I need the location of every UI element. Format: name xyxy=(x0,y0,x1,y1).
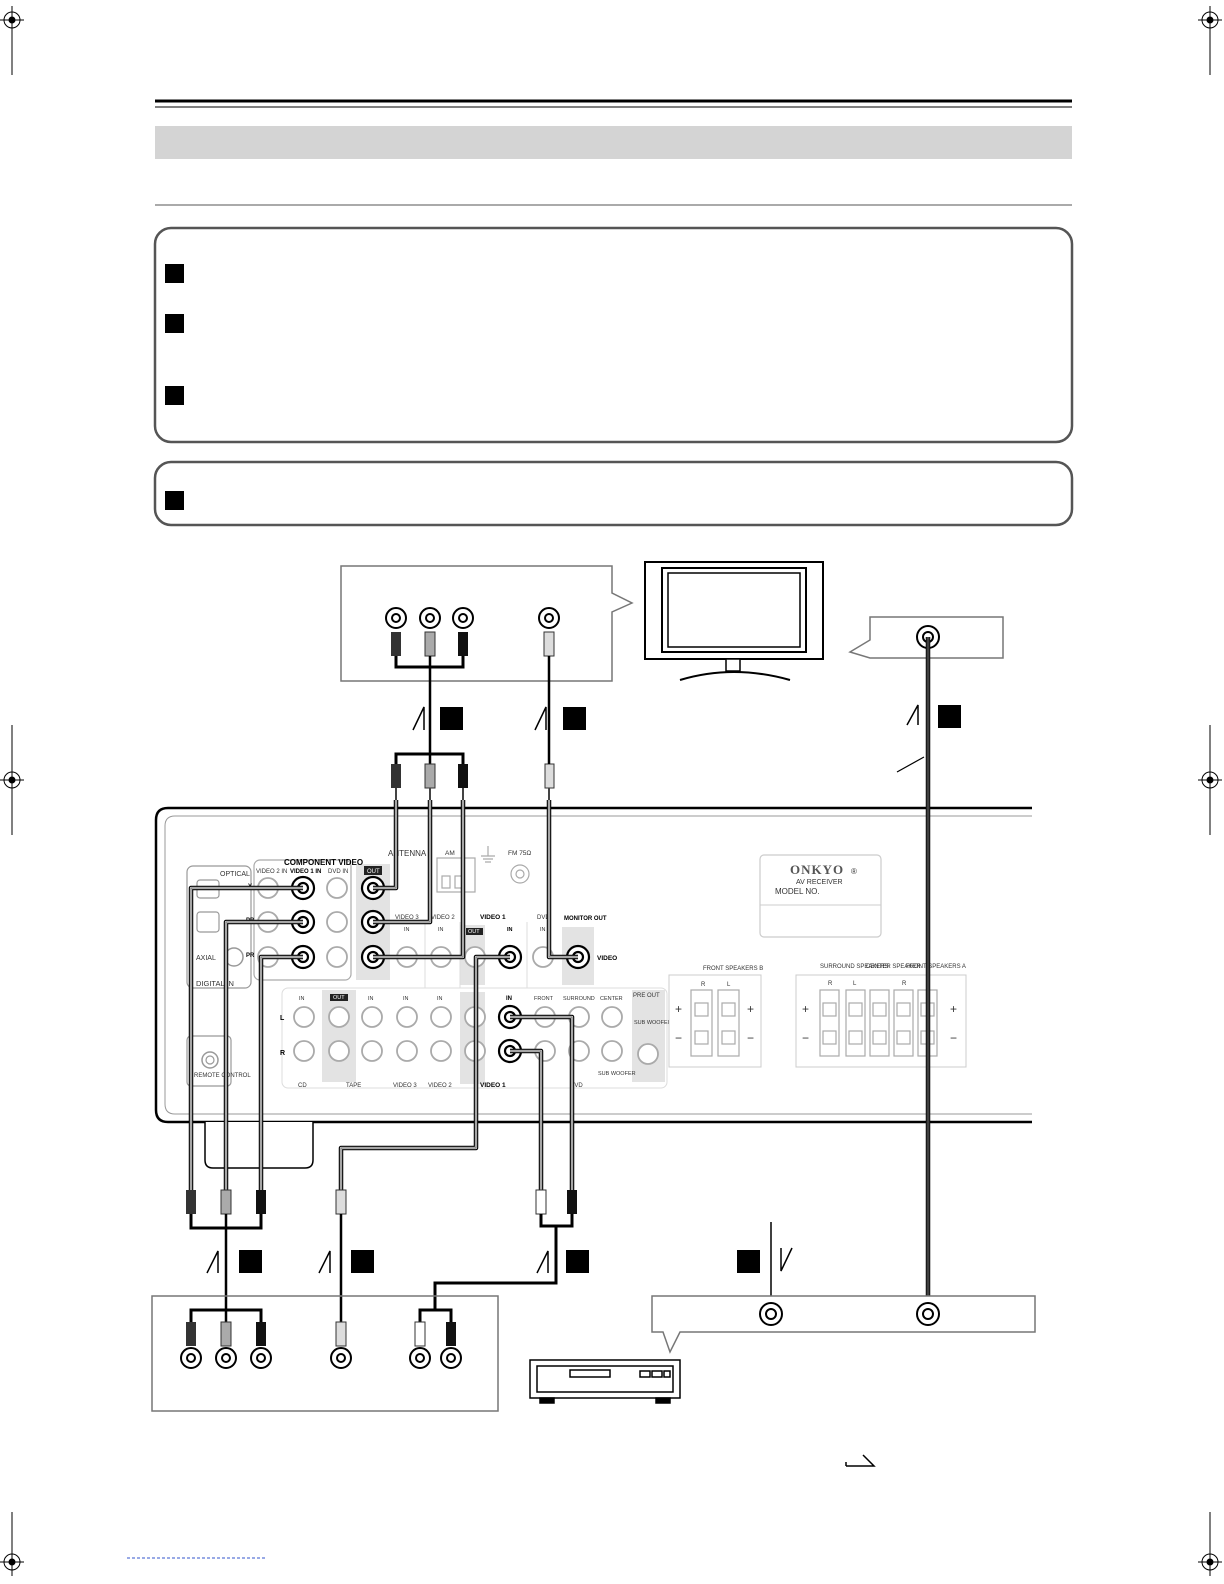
antenna-terminals xyxy=(436,846,530,893)
antenna-label: ANTENNA xyxy=(388,849,427,858)
dvd-in-label: DVD IN xyxy=(328,869,348,875)
video1-audio-in-label: IN xyxy=(506,996,512,1002)
model-plate xyxy=(759,854,882,938)
av-receiver-label: AV RECEIVER xyxy=(796,879,843,886)
continue-arrow-icon xyxy=(845,1454,876,1467)
video2-in-jack-label: IN xyxy=(438,927,444,933)
cd-in-label: IN xyxy=(299,996,305,1002)
antenna-note-box xyxy=(153,460,1074,527)
cd-label: CD xyxy=(298,1083,307,1089)
dvd-label: DVD xyxy=(537,915,550,921)
video2-audio-in-label: IN xyxy=(437,996,443,1002)
component-out-label: OUT xyxy=(367,869,380,875)
digital-in-label: DIGITAL IN xyxy=(196,979,234,988)
marker-d xyxy=(165,491,184,510)
onkyo-logo: ONKYO xyxy=(790,862,844,877)
component-plugs-bottom xyxy=(186,1189,577,1322)
surround-r-label: R xyxy=(828,981,833,987)
front-speakers-b-terminals xyxy=(668,974,762,1068)
tape-out-label: OUT xyxy=(333,995,345,1001)
tape-label: TAPE xyxy=(346,1083,361,1089)
pre-surround-label: SURROUND xyxy=(563,996,595,1002)
component-video-label: COMPONENT VIDEO xyxy=(284,858,363,867)
audio-r-label: R xyxy=(280,1050,285,1057)
front-speakers-b-label: FRONT SPEAKERS B xyxy=(703,966,763,972)
surround-speakers-label: SURROUND SPEAKERS xyxy=(820,964,889,970)
front-a-r-label: R xyxy=(902,981,907,987)
tv-icon xyxy=(644,561,824,681)
am-label: AM xyxy=(445,850,455,857)
pre-out-label: PRE OUT xyxy=(633,993,660,999)
speakers-a-plus-left: + xyxy=(802,1002,809,1016)
pre-front-label: FRONT xyxy=(534,996,554,1002)
digital-in-section xyxy=(186,865,252,1087)
speakers-b-plus-left: + xyxy=(675,1002,682,1016)
audio-l-label: L xyxy=(280,1015,285,1022)
marker-b xyxy=(165,314,184,333)
dvd-in-jack-label: IN xyxy=(540,927,546,933)
monitor-video-label: VIDEO xyxy=(597,955,617,962)
video3-in-label: IN xyxy=(404,927,410,933)
monitor-out-label: MONITOR OUT xyxy=(564,916,607,922)
marker-c xyxy=(165,386,184,405)
pr-label: PR xyxy=(246,953,255,959)
center-sub-woofer-label: SUB WOOFER xyxy=(598,1071,636,1077)
registration-marks xyxy=(0,6,1222,1576)
video3-label: VIDEO 3 xyxy=(395,915,419,921)
device-output-callout xyxy=(651,1295,1036,1354)
dvd-audio-label: DVD xyxy=(570,1083,583,1089)
source-device-callout xyxy=(151,1295,499,1412)
remote-control-label: REMOTE CONTROL xyxy=(194,1073,251,1079)
speakers-a-minus-right: − xyxy=(950,1031,957,1045)
video3-audio-in-label: IN xyxy=(403,996,409,1002)
marker-a xyxy=(165,264,184,283)
video2-label: VIDEO 2 xyxy=(431,915,455,921)
video1-audio-label: VIDEO 1 xyxy=(480,1082,506,1089)
video2-audio-label: VIDEO 2 xyxy=(428,1083,452,1089)
cables xyxy=(188,637,931,1314)
center-speaker-label: CENTER SPEAKER xyxy=(866,964,921,970)
video1-in-label: VIDEO 1 IN xyxy=(290,869,321,875)
vcr-device-icon xyxy=(529,1359,681,1404)
speakers-b-plus-right: + xyxy=(747,1002,754,1016)
model-no-label: MODEL NO. xyxy=(775,887,820,896)
fm75-label: FM 75Ω xyxy=(508,850,531,857)
video2-in-label: VIDEO 2 IN xyxy=(256,869,287,875)
bottom-arrow-markers xyxy=(206,1222,793,1314)
pre-sub-woofer-label: SUB WOOFER xyxy=(634,1020,672,1026)
component-plugs-top xyxy=(391,656,555,800)
speakers-b-r-label: R xyxy=(701,982,706,988)
speakers-a-minus-left: − xyxy=(802,1031,809,1045)
tape-in-label: IN xyxy=(368,996,374,1002)
speakers-a-plus-right: + xyxy=(950,1002,957,1016)
optical-label: OPTICAL xyxy=(220,871,250,878)
pre-center-label: CENTER xyxy=(600,996,623,1002)
video1-label: VIDEO 1 xyxy=(480,914,506,921)
section-title-band xyxy=(155,126,1072,159)
coaxial-label: AXIAL xyxy=(196,955,216,962)
surround-l-label: L xyxy=(853,981,857,987)
speakers-b-l-label: L xyxy=(727,982,731,988)
video1-in-jack-label: IN xyxy=(507,927,513,933)
video3-audio-label: VIDEO 3 xyxy=(393,1083,417,1089)
top-arrow-markers xyxy=(412,704,961,773)
speakers-b-minus-left: − xyxy=(675,1031,682,1045)
registered-mark: ® xyxy=(851,867,857,876)
speaker-a-terminals xyxy=(795,974,967,1068)
speakers-b-minus-right: − xyxy=(747,1031,754,1045)
video-out-label: OUT xyxy=(468,929,480,935)
tv-input-callout xyxy=(340,565,634,682)
connection-notes-box xyxy=(153,226,1074,444)
front-speakers-a-label: FRONT SPEAKERS A xyxy=(906,964,966,970)
